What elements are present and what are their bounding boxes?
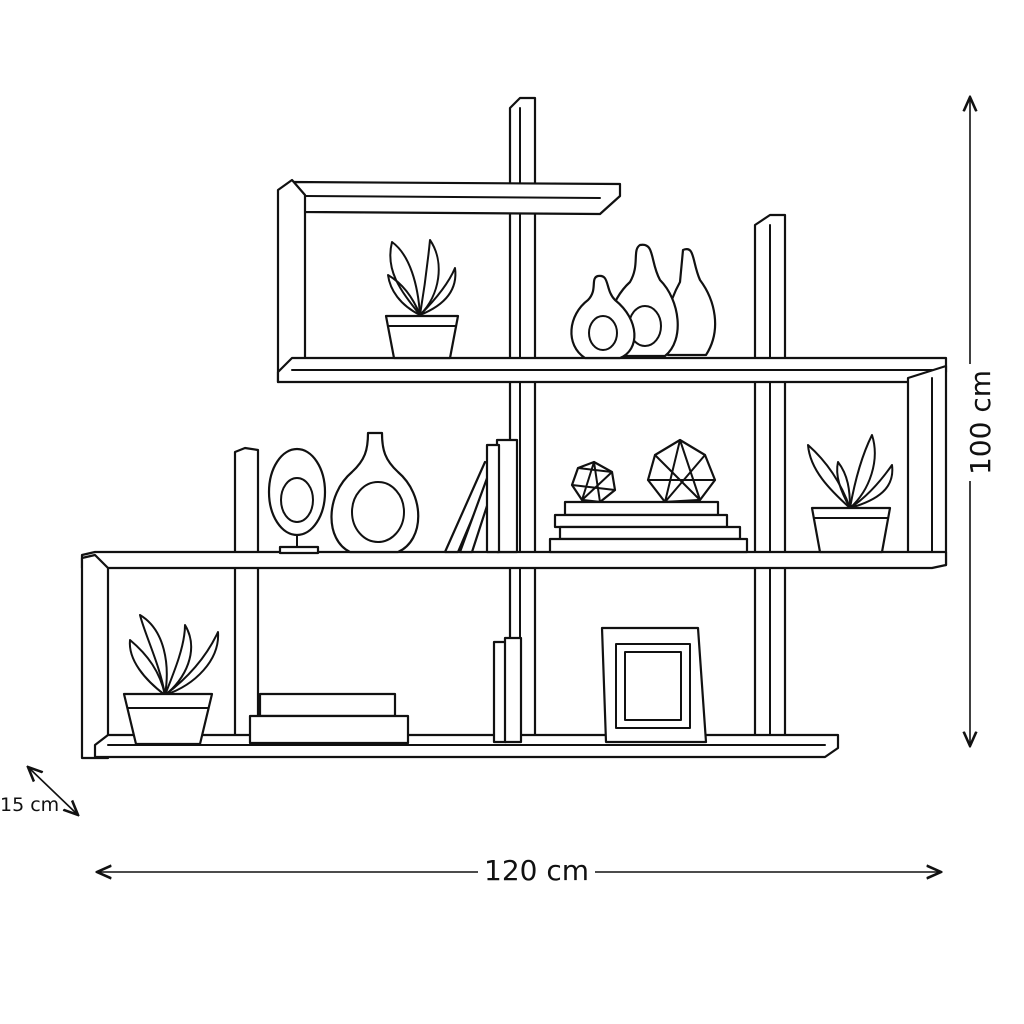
depth-arrow	[28, 767, 78, 815]
height-label: 100 cm	[964, 363, 998, 482]
depth-label: 15 cm	[0, 794, 60, 816]
plant-top-left-icon	[384, 239, 460, 360]
books-leaning-icon	[443, 438, 519, 554]
top-left-side	[276, 178, 307, 384]
center-post	[508, 96, 537, 744]
picture-frame-icon	[600, 626, 708, 744]
geometric-ornaments-icon	[570, 438, 717, 504]
vase-middle-icon	[330, 431, 420, 554]
right-box-side	[906, 364, 948, 567]
left-box-side	[80, 553, 110, 760]
left-post	[233, 446, 260, 744]
plant-bottom-left-icon	[122, 614, 220, 746]
books-upright-icon	[492, 636, 523, 744]
book-stack-middle-icon	[548, 500, 749, 554]
plant-right-icon	[807, 434, 894, 554]
lower-shelf	[80, 550, 948, 570]
top-board-edge	[304, 195, 601, 199]
book-stack-bottom-icon	[248, 692, 410, 745]
egg-sculpture-icon	[267, 447, 327, 555]
width-label: 120 cm	[478, 854, 596, 887]
vases-top-icon	[570, 243, 717, 360]
shelf-frame	[80, 96, 948, 760]
